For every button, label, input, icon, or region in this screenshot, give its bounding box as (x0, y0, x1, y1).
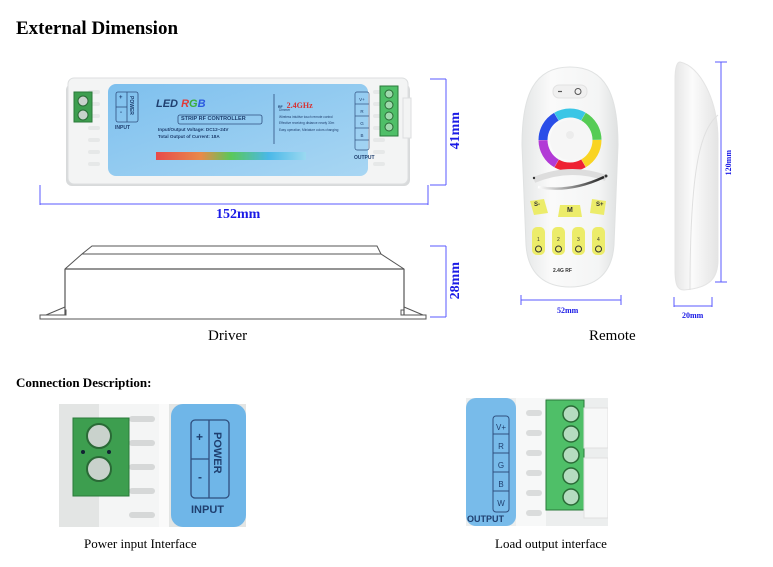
connection-description-heading: Connection Description: (16, 375, 152, 390)
power-plus-label: + (196, 430, 204, 444)
depth-dimension-line (430, 245, 447, 318)
feature-item: Dimmer (279, 108, 291, 112)
remote-side-illustration (674, 61, 719, 291)
minus-label-small: - (120, 110, 122, 116)
rf-heading: RF 2.4GHz (278, 95, 313, 113)
remote-caption: Remote (589, 328, 636, 344)
remote-front-illustration (521, 66, 619, 288)
zone-2-label: 2 (557, 237, 560, 243)
output-label-small: OUTPUT (354, 155, 375, 161)
feature-item: Effective receiving distance nearly 30m (279, 121, 335, 125)
height-dimension-line (430, 78, 447, 186)
external-dimension-heading: External Dimension (16, 18, 179, 39)
rf-frequency: 2.4GHz (286, 101, 313, 110)
output-pin: V+ (359, 97, 365, 102)
power-input-illustration (59, 404, 246, 527)
power-label-small: POWER (128, 96, 134, 115)
rf-prefix: RF (278, 105, 283, 109)
remote-thickness-dimension-line (673, 297, 713, 307)
driver-top-view: POWER INPUT + - LED RGB STRIP RF CONTROL… (38, 70, 438, 215)
width-dimension-label: 152mm (216, 207, 261, 222)
height-dimension-label: 41mm (448, 112, 463, 150)
voltage-text: Input/Output Voltage: DC12~24V (158, 127, 229, 132)
rgb-g: G (189, 98, 198, 110)
controller-title: STRIP RF CONTROLLER (181, 116, 246, 122)
rgb-b: B (197, 98, 206, 110)
output-pin-r: R (498, 442, 504, 451)
load-output-photo: V+ R G B W OUTPUT (466, 398, 608, 526)
feature-item: Wireless intuitive touch remote control (279, 114, 333, 119)
feature-item: Easy operation, Miniature colors changin… (279, 127, 339, 132)
load-output-illustration (466, 398, 608, 526)
driver-caption: Driver (208, 328, 248, 344)
remote-front-view: S- M S+ 1 2 3 4 2.4G RF (520, 65, 620, 290)
driver-side-illustration (39, 245, 427, 320)
output-text-label: OUTPUT (467, 514, 504, 524)
feature-list: Dimmer Wireless intuitive touch remote c… (279, 107, 338, 133)
input-text-label: INPUT (191, 504, 224, 516)
output-pin: B (360, 133, 364, 138)
rf-label: 2.4G RF (553, 268, 572, 274)
output-pin: G (360, 121, 364, 126)
led-text: LED (156, 98, 178, 110)
s-plus-button: S+ (596, 202, 604, 208)
current-text: Total Output of Current: 18A (158, 134, 220, 139)
output-pin: R (360, 109, 364, 114)
rgb-r: R (181, 98, 190, 110)
power-input-photo: + - POWER INPUT (59, 404, 246, 527)
s-minus-button: S- (534, 202, 540, 208)
power-input-caption: Power input Interface (84, 536, 197, 551)
output-pins-small: V+ R G B (356, 94, 368, 142)
plus-label-small: + (119, 95, 123, 101)
remote-width-dimension-line (520, 295, 622, 305)
input-label-small: INPUT (115, 125, 130, 131)
load-output-caption: Load output interface (495, 536, 607, 551)
zone-3-label: 3 (577, 237, 580, 243)
zone-4-label: 4 (597, 237, 600, 243)
power-minus-label: - (198, 470, 202, 484)
depth-dimension-label: 28mm (448, 262, 463, 300)
width-dimension-line (39, 185, 429, 205)
driver-top-illustration (66, 77, 412, 186)
remote-length-dimension-line (715, 61, 727, 283)
color-wheel (538, 108, 602, 172)
remote-width-label: 52mm (557, 306, 579, 315)
remote-length-label: 120mm (724, 150, 733, 176)
output-pin-list: V+ R G B W (493, 418, 509, 513)
m-button: M (567, 207, 573, 214)
output-pin-w: W (497, 499, 505, 508)
zone-1-label: 1 (537, 237, 540, 243)
power-text-label: POWER (211, 432, 223, 474)
output-pin-vplus: V+ (495, 423, 506, 432)
output-pin-g: G (497, 461, 505, 470)
output-pin-b: B (498, 480, 504, 489)
led-rgb-title: LED RGB (156, 98, 206, 110)
remote-thickness-label: 20mm (682, 311, 704, 320)
